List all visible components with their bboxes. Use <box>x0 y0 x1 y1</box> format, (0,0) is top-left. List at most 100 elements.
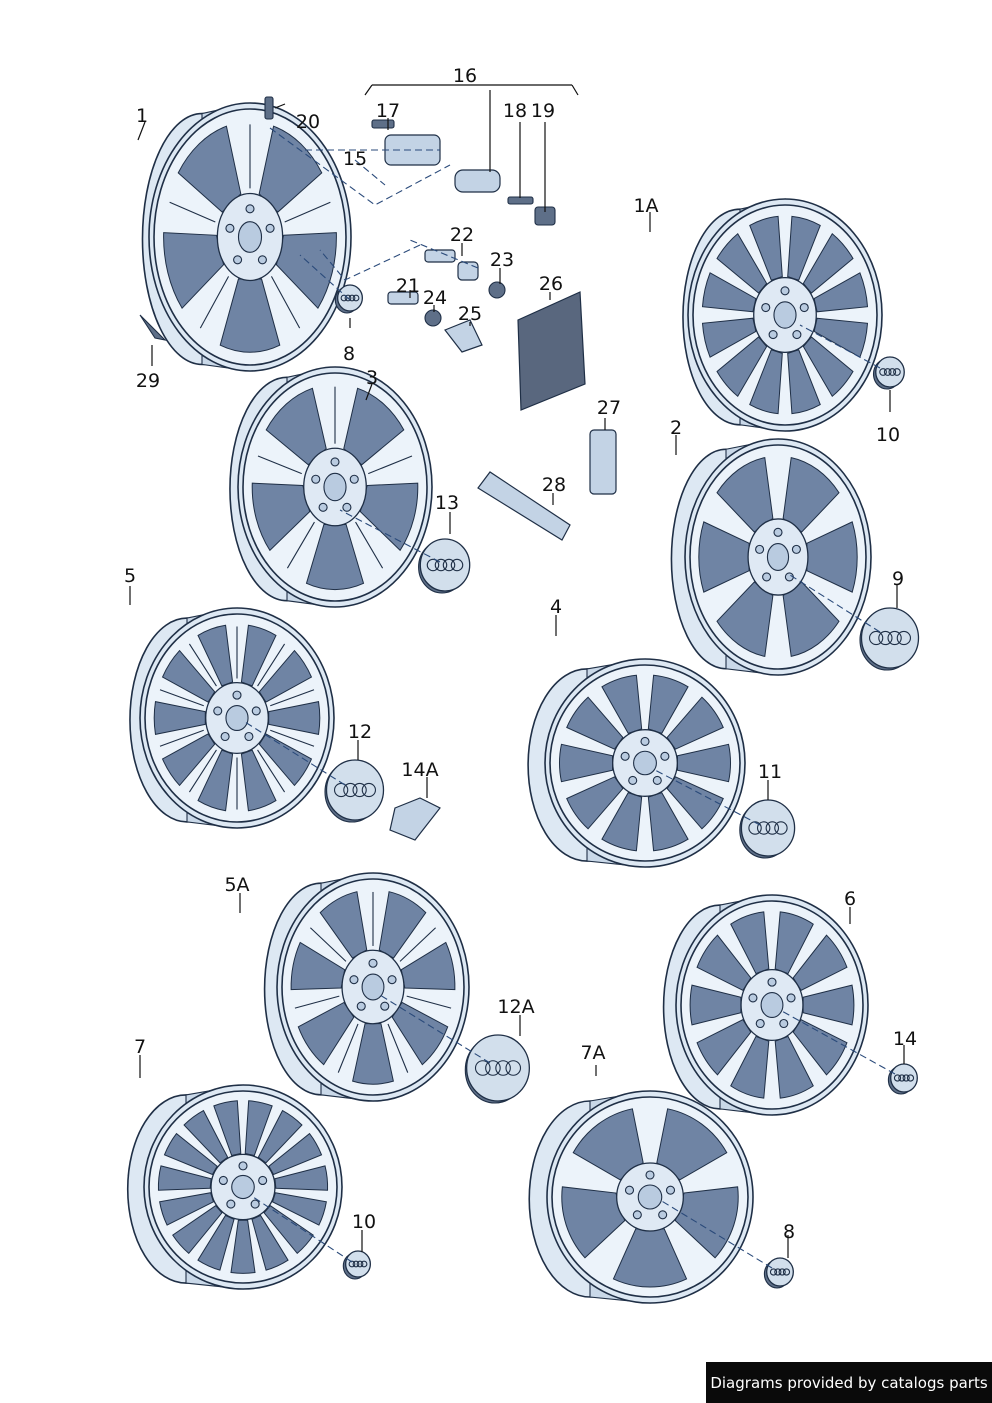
rings-logo-icon <box>887 630 902 646</box>
center-cap-10-top-face <box>875 356 905 388</box>
wheel-window <box>352 1023 394 1085</box>
rings-logo-icon <box>898 1074 906 1082</box>
wheel-bolt-hole <box>232 690 242 700</box>
wheel-window <box>696 934 752 991</box>
wheel-window <box>774 1035 814 1099</box>
wheel-window <box>391 1001 449 1066</box>
callout-label: 29 <box>136 370 160 392</box>
wheel-window <box>265 387 327 466</box>
wheel-bolt-hole <box>387 975 397 985</box>
callout-label: 3 <box>366 367 378 389</box>
wheel-window <box>240 624 277 687</box>
callout-label: 11 <box>758 761 782 783</box>
callout-label: 9 <box>892 568 904 590</box>
callout-label: 1 <box>136 105 148 127</box>
wheel-bolt-hole <box>748 993 758 1003</box>
wheel-window <box>716 581 774 657</box>
callout-label: 24 <box>423 287 447 309</box>
rings-logo-icon <box>774 1268 782 1276</box>
callout-label: 8 <box>783 1221 795 1243</box>
callout-label: 22 <box>450 224 474 246</box>
leader-line <box>365 383 373 401</box>
wheel-window <box>716 457 774 533</box>
callout-label: 17 <box>376 100 400 122</box>
wheel-window <box>297 1001 355 1066</box>
wheel-centre-bore <box>766 543 790 571</box>
rings-logo-icon <box>883 368 892 376</box>
wheel-window <box>271 1192 327 1226</box>
callout-label: 18 <box>503 100 527 122</box>
valve-core-18 <box>507 196 534 205</box>
center-cap-12 <box>324 759 385 823</box>
callout-label: 10 <box>876 424 900 446</box>
wheel-window <box>319 891 368 959</box>
callout-label: 4 <box>550 596 562 618</box>
wheel-bolt-hole <box>799 302 809 313</box>
tool-25 <box>444 319 483 353</box>
small-parts-layer <box>139 96 920 1289</box>
rings-logo-icon <box>442 558 456 572</box>
wheel-spoke-groove <box>399 927 436 962</box>
wheel-window <box>258 733 313 787</box>
wheel-centre-bore <box>323 472 347 502</box>
wheel-bolt-hole <box>258 1175 268 1186</box>
wheel-window <box>197 1214 235 1271</box>
wheel-spoke-groove <box>270 729 315 747</box>
wheel-window <box>666 696 724 750</box>
wheel-7A <box>528 1090 754 1304</box>
callout-label: 15 <box>343 148 367 170</box>
wheel-5 <box>129 607 335 829</box>
wheel-bolt-hole <box>250 1199 260 1209</box>
wheel-centre-bore <box>225 704 249 732</box>
wheel-spoke-groove <box>270 276 301 329</box>
wheel-bolt-hole <box>660 751 670 761</box>
wheel-window <box>343 387 405 466</box>
wheel-window <box>230 1219 256 1274</box>
wheel-bolt-hole <box>318 502 328 512</box>
rings-logo-icon <box>426 558 440 572</box>
callout-label: 1A <box>633 195 658 217</box>
rings-logo-icon <box>769 1268 778 1276</box>
wheel-window <box>647 792 689 852</box>
wheel-spoke-groove <box>188 643 217 687</box>
wheel-window <box>813 317 869 358</box>
wheel-bolt-hole <box>257 255 267 265</box>
callout-label: 12 <box>348 721 372 743</box>
wheel-window <box>689 984 742 1026</box>
wheel-bolt-hole <box>265 223 275 233</box>
leader-line <box>137 121 146 141</box>
wheel-spoke-groove <box>169 201 216 223</box>
wheel-4 <box>527 658 746 868</box>
wheel-bolt-hole <box>225 223 235 233</box>
wheel-bolt-hole <box>245 204 255 214</box>
wheel-window <box>290 941 346 991</box>
wheel-bolt-hole <box>632 1210 642 1220</box>
wheel-bolt-hole <box>220 731 230 742</box>
wheel-bolt-hole <box>773 527 783 537</box>
wheel-bolt-hole <box>213 706 223 716</box>
wheel-window <box>782 581 840 657</box>
rings-logo-icon <box>878 630 893 646</box>
wheel-bolt-hole <box>330 457 340 467</box>
wheel-bolt-hole <box>238 1161 248 1171</box>
callout-label: 23 <box>490 249 514 271</box>
wheel-window <box>161 649 216 703</box>
callout-label: 25 <box>458 303 482 325</box>
wheel-window <box>163 1132 218 1176</box>
wheel-bolt-hole <box>779 1018 789 1029</box>
wheel-window <box>802 336 854 398</box>
wheel-window <box>157 1165 212 1191</box>
wheel-spoke-groove <box>387 1023 409 1073</box>
rings-logo-icon <box>356 1260 364 1268</box>
wheel-window <box>240 749 277 812</box>
callout-label: 7 <box>134 1036 146 1058</box>
center-cap-9 <box>859 607 920 671</box>
rings-logo-icon <box>906 1074 915 1082</box>
rings-logo-icon <box>902 1074 910 1082</box>
dashed-axis-line <box>799 324 881 369</box>
wheel-window <box>792 934 848 991</box>
wheel-window <box>251 482 311 552</box>
bracket-16 <box>364 84 579 96</box>
wheel-window <box>268 701 321 735</box>
